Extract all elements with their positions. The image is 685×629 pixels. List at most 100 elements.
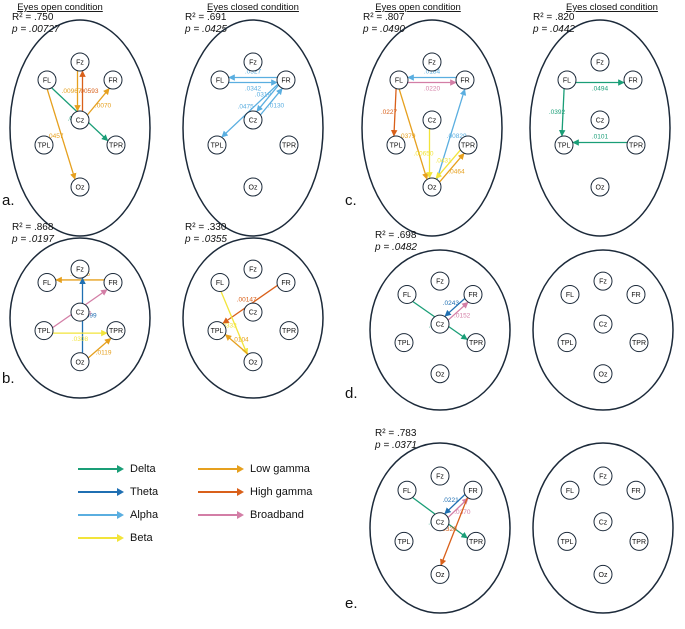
electrode-fr: [463, 480, 483, 500]
electrode-label: Fz: [249, 60, 257, 67]
edge-weight-label: .0370: [454, 509, 471, 516]
electrode-tpl: [207, 321, 227, 341]
electrode-oz: [422, 177, 442, 197]
electrode-label: Oz: [436, 572, 445, 579]
p-value: p = .0425: [184, 24, 227, 35]
edge-Oz-TPL: [224, 334, 249, 355]
head-outline: [182, 237, 324, 399]
r-squared-value: R² = .820: [533, 12, 575, 23]
electrode-cz: [593, 314, 613, 334]
electrode-label: Cz: [436, 519, 445, 526]
electrode-cz: [430, 512, 450, 532]
electrode-label: TPL: [211, 143, 224, 150]
electrode-oz: [243, 177, 263, 197]
panel-title: Eyes open condition: [17, 2, 103, 13]
electrode-tpr: [629, 531, 649, 551]
edge-weight-label: .0494: [592, 86, 609, 93]
electrode-label: Cz: [249, 310, 258, 317]
electrode-tpl: [386, 135, 406, 155]
electrode-fz: [243, 52, 263, 72]
edge-weight-label: .0333: [221, 322, 238, 329]
edge-FL-Oz: [220, 291, 248, 355]
electrode-cz: [243, 302, 263, 322]
electrode-fl: [557, 70, 577, 90]
electrode-oz: [70, 177, 90, 197]
electrode-oz: [430, 364, 450, 384]
electrode-fl: [560, 480, 580, 500]
edge-weight-label: .0392: [549, 109, 566, 116]
electrode-label: Fz: [76, 267, 84, 274]
head-outline: [9, 237, 151, 399]
head-outline: [369, 442, 511, 614]
electrode-cz: [243, 110, 263, 130]
legend-item-low-gamma: Low gamma: [198, 461, 310, 477]
electrode-tpr: [279, 135, 299, 155]
edge-FL-Oz: [398, 89, 429, 180]
electrode-label: Cz: [249, 118, 258, 125]
legend-item-high-gamma: High gamma: [198, 484, 312, 500]
electrode-oz: [593, 564, 613, 584]
electrode-label: FL: [403, 488, 411, 495]
electrode-cz: [70, 110, 90, 130]
electrode-label: Fz: [599, 279, 607, 286]
legend-label: Delta: [130, 463, 156, 475]
electrode-label: Cz: [596, 118, 605, 125]
electrode-label: FL: [43, 78, 51, 85]
r-squared-value: R² = .783: [375, 428, 417, 439]
electrode-fr: [276, 70, 296, 90]
p-value: p = .0482: [374, 242, 417, 253]
electrode-label: Oz: [436, 371, 445, 378]
electrode-fl: [37, 272, 57, 292]
electrode-label: Oz: [599, 572, 608, 579]
edge-weight-label: .00967: [62, 88, 82, 95]
edge-weight-label: .0101: [592, 134, 609, 141]
electrode-label: Oz: [249, 185, 258, 192]
electrode-fz: [70, 259, 90, 279]
legend-item-beta: Beta: [78, 530, 153, 546]
electrode-label: Fz: [599, 474, 607, 481]
electrode-fz: [243, 259, 263, 279]
p-value: p = .00727: [11, 24, 60, 35]
p-value: p = .0355: [184, 234, 227, 245]
edge-weight-label: .0152: [454, 313, 471, 320]
electrode-tpl: [554, 135, 574, 155]
edge-Cz-FR: [87, 88, 110, 116]
edge-Cz-FR: [260, 88, 283, 116]
electrode-fl: [210, 70, 230, 90]
edge-FL-Oz: [46, 89, 77, 180]
legend-label: Theta: [130, 486, 159, 498]
electrode-fl: [560, 284, 580, 304]
electrode-label: Oz: [249, 359, 258, 366]
head-outline: [532, 249, 674, 411]
electrode-label: TPR: [632, 340, 646, 347]
electrode-cz: [590, 110, 610, 130]
edge-weight-label: .0308: [72, 336, 89, 343]
electrode-tpl: [557, 531, 577, 551]
electrode-fr: [276, 272, 296, 292]
legend-label: Alpha: [130, 509, 159, 521]
electrode-label: Fz: [428, 60, 436, 67]
electrode-fl: [397, 284, 417, 304]
edge-weight-label: .0431: [435, 157, 452, 164]
edge-weight-label: .0457: [47, 133, 64, 140]
panel-title: Eyes closed condition: [566, 2, 658, 13]
electrode-tpr: [279, 321, 299, 341]
legend-label: Broadband: [250, 509, 304, 521]
r-squared-value: R² = .691: [185, 12, 227, 23]
electrode-label: FR: [108, 280, 117, 287]
legend-item-alpha: Alpha: [78, 507, 158, 523]
edge-Cz-FR: [447, 301, 469, 321]
edge-weight-label: .0119: [96, 350, 112, 357]
legend-item-theta: Theta: [78, 484, 158, 500]
electrode-label: TPR: [629, 143, 643, 150]
edge-weight-label: .0220: [424, 86, 441, 93]
electrode-tpl: [34, 321, 54, 341]
electrode-label: TPL: [398, 539, 411, 546]
electrode-label: FR: [631, 488, 640, 495]
electrode-label: TPR: [632, 539, 646, 546]
electrode-fr: [103, 272, 123, 292]
